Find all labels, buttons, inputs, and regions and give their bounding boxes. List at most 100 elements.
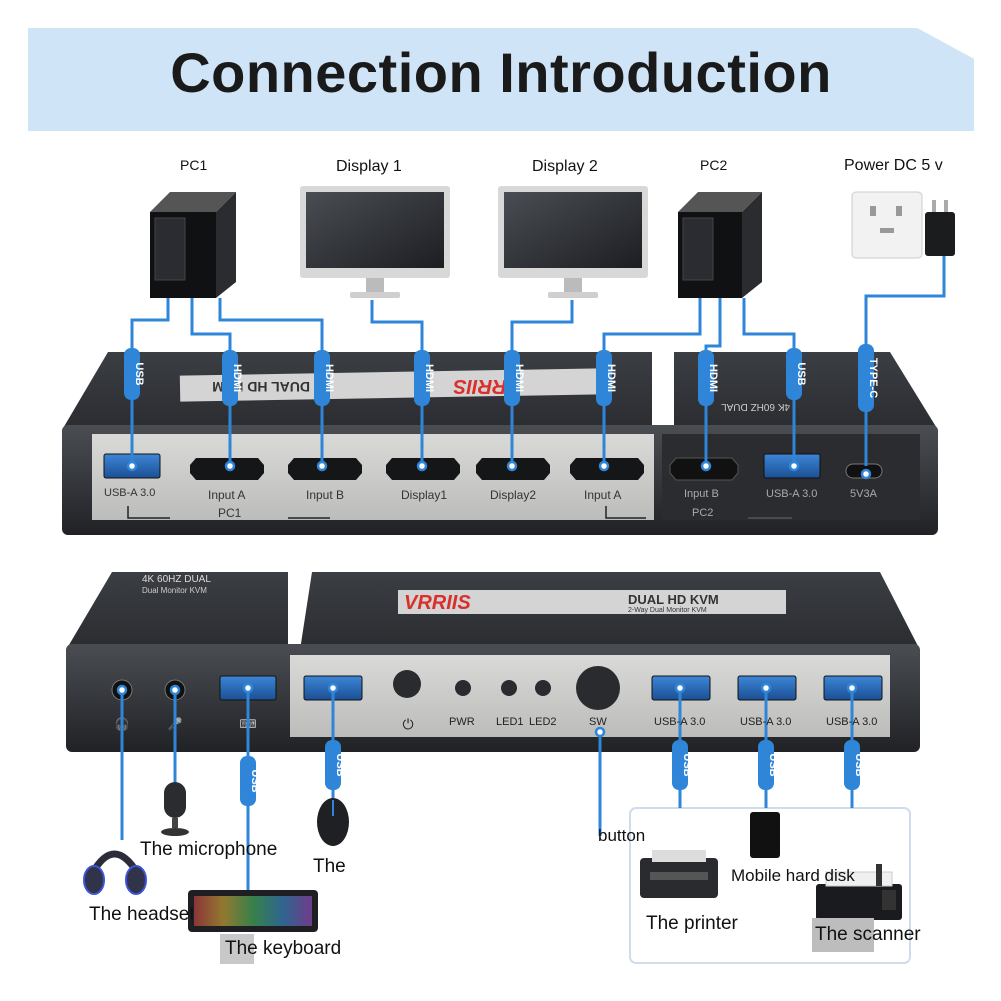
printer-image <box>640 850 718 898</box>
usb-a-front-2-label: USB-A 3.0 <box>740 716 792 728</box>
port-display1-label: Display1 <box>401 488 448 502</box>
page-title: Connection Introduction <box>170 41 832 104</box>
usb-a-front-3-label: USB-A 3.0 <box>826 716 878 728</box>
pc1-group-label: PC1 <box>218 506 242 520</box>
tag-usb-2-text: USB <box>795 362 807 385</box>
sw-label: SW <box>589 716 607 728</box>
bottom-model-text: DUAL HD KVM <box>628 592 719 607</box>
pc2-tower <box>678 192 762 298</box>
tag-hdmi-3-text: HDMI <box>423 364 435 392</box>
tag-hdmi-5 <box>596 350 612 406</box>
tag-hdmi-1-text: HDMI <box>231 364 243 392</box>
display1-monitor <box>300 186 450 298</box>
port-input-b-2-label: Input B <box>684 488 719 500</box>
port-input-a-1-label: Input A <box>208 488 246 502</box>
port-input-b-1-label: Input B <box>306 488 345 502</box>
power-adapter <box>925 212 955 256</box>
tag-hdmi-2-text: HDMI <box>323 364 335 392</box>
port-display2-label: Display2 <box>490 488 537 502</box>
led2-label: LED2 <box>529 716 557 728</box>
top-brand-text: VRRIIS <box>453 375 520 397</box>
tag-usb-5-text: USB <box>853 753 865 776</box>
printer-label: The printer <box>646 913 738 934</box>
power-label: Power DC 5 v <box>844 157 943 174</box>
keyboard-label-shade <box>220 934 254 964</box>
tag-hdmi-2 <box>314 350 330 406</box>
headset-image <box>83 850 147 895</box>
top-brand-plate <box>179 368 601 402</box>
bottom-model-sub-text: 2-Way Dual Monitor KVM <box>628 607 707 614</box>
port-usb-a-1-label: USB-A 3.0 <box>104 487 156 499</box>
tag-hdmi-6-text: HDMI <box>707 364 719 392</box>
bottom-brand-plate <box>398 590 786 614</box>
tag-usb-5 <box>844 740 860 790</box>
tag-typec <box>858 344 874 412</box>
mouse-label: The <box>313 856 346 877</box>
bottom-spec-sub-text: Dual Monitor KVM <box>142 586 207 595</box>
microphone-label: The microphone <box>140 839 278 860</box>
pc1-tower <box>150 192 236 298</box>
usb-a-front-1-label: USB-A 3.0 <box>654 716 706 728</box>
led2 <box>535 680 551 696</box>
hard-disk-label: Mobile hard disk <box>731 866 855 885</box>
bottom-spec-text: 4K 60HZ DUAL <box>142 574 211 585</box>
pc2-label: PC2 <box>700 157 728 173</box>
microphone-image <box>161 782 189 836</box>
tag-usb-1-text: USB <box>133 362 145 385</box>
usb-peripherals-box <box>629 807 911 964</box>
tag-usb-keyboard-text: USB <box>249 769 261 792</box>
title-banner <box>28 28 974 131</box>
bottom-port-dots <box>116 682 858 738</box>
pwr-led <box>455 680 471 696</box>
bottom-brand-text: VRRIIS <box>404 592 471 614</box>
tag-usb-4 <box>758 740 774 790</box>
tag-usb-3 <box>672 740 688 790</box>
pc1-group-line-l <box>127 506 170 519</box>
bottom-kvm-device: VRRIIS DUAL HD KVM 2-Way Dual Monitor KV… <box>66 572 920 752</box>
bottom-device-lid-left <box>66 572 288 650</box>
top-spec-text: 4K 60HZ DUAL <box>721 401 790 412</box>
keyboard-image <box>188 890 318 932</box>
button-label: button <box>598 826 646 845</box>
hard-disk-image <box>750 812 780 858</box>
power-button <box>393 670 421 698</box>
tag-hdmi-4 <box>504 350 520 406</box>
tag-hdmi-5-text: HDMI <box>605 364 617 392</box>
tag-hdmi-4-text: HDMI <box>513 364 525 392</box>
pwr-label: PWR <box>449 716 475 728</box>
pc2-group-line-l <box>605 506 646 519</box>
headset-label: The headset <box>89 904 193 925</box>
port-typec-label: 5V3A <box>850 488 877 500</box>
sw-button <box>576 666 620 710</box>
top-cable-tags <box>124 344 874 412</box>
tag-usb-keyboard <box>240 756 256 806</box>
top-device-panel <box>92 434 654 520</box>
tag-hdmi-6 <box>698 350 714 406</box>
tag-usb-2 <box>786 348 802 400</box>
port-input-a-2-label: Input A <box>584 488 622 502</box>
pc2-group-label: PC2 <box>692 507 714 519</box>
tag-usb-1 <box>124 348 140 400</box>
led1 <box>501 680 517 696</box>
mouse-image <box>317 798 349 846</box>
keyboard-label: The keyboard <box>225 938 342 959</box>
bottom-cable-tags <box>240 740 860 806</box>
tag-usb-4-text: USB <box>767 753 779 776</box>
pc1-label: PC1 <box>180 157 208 173</box>
power-socket <box>851 191 955 259</box>
tag-usb-mouse <box>325 740 341 790</box>
led1-label: LED1 <box>496 716 524 728</box>
tag-hdmi-3 <box>414 350 430 406</box>
tag-usb-3-text: USB <box>681 753 693 776</box>
tag-usb-mouse-text: USB <box>334 753 346 776</box>
port-usb-a-2-label: USB-A 3.0 <box>766 488 818 500</box>
display1-label: Display 1 <box>336 158 402 175</box>
tag-typec-text: TYPE-C <box>867 358 879 398</box>
power-icon: ⏻ <box>402 717 413 733</box>
display2-monitor <box>498 186 648 298</box>
scanner-image <box>816 864 902 920</box>
scanner-label: The scanner <box>815 924 921 945</box>
display2-label: Display 2 <box>532 158 598 175</box>
scanner-label-shade <box>812 918 874 952</box>
tag-hdmi-1 <box>222 350 238 406</box>
